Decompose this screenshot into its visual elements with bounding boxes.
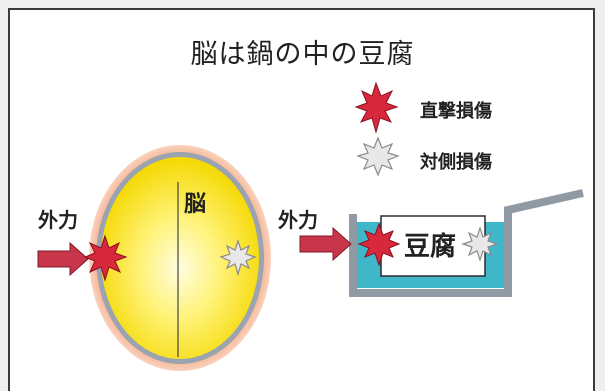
external-force-arrow-tofu — [299, 226, 352, 262]
contrecoup-injury-legend-label: 対側損傷 — [420, 152, 492, 173]
external-force-label-brain: 外力 — [38, 208, 78, 232]
diagram-title: 脳は鍋の中の豆腐 — [190, 39, 415, 70]
external-force-label-tofu: 外力 — [278, 208, 318, 232]
tofu-direct-injury-star — [357, 222, 401, 267]
pot-outline — [349, 189, 584, 297]
brain-direct-injury-star — [83, 234, 128, 282]
brain-body — [101, 157, 259, 359]
brain-label: 脳 — [184, 192, 207, 217]
direct-injury-legend-label: 直撃損傷 — [420, 101, 492, 122]
external-force-arrow-brain — [37, 241, 89, 277]
brain-contrecoup-injury-star — [219, 239, 257, 277]
direct-injury-legend-icon — [354, 81, 399, 134]
tofu-contrecoup-injury-star — [461, 226, 499, 262]
contrecoup-injury-legend-icon — [356, 136, 400, 177]
tofu-label: 豆腐 — [404, 232, 457, 262]
